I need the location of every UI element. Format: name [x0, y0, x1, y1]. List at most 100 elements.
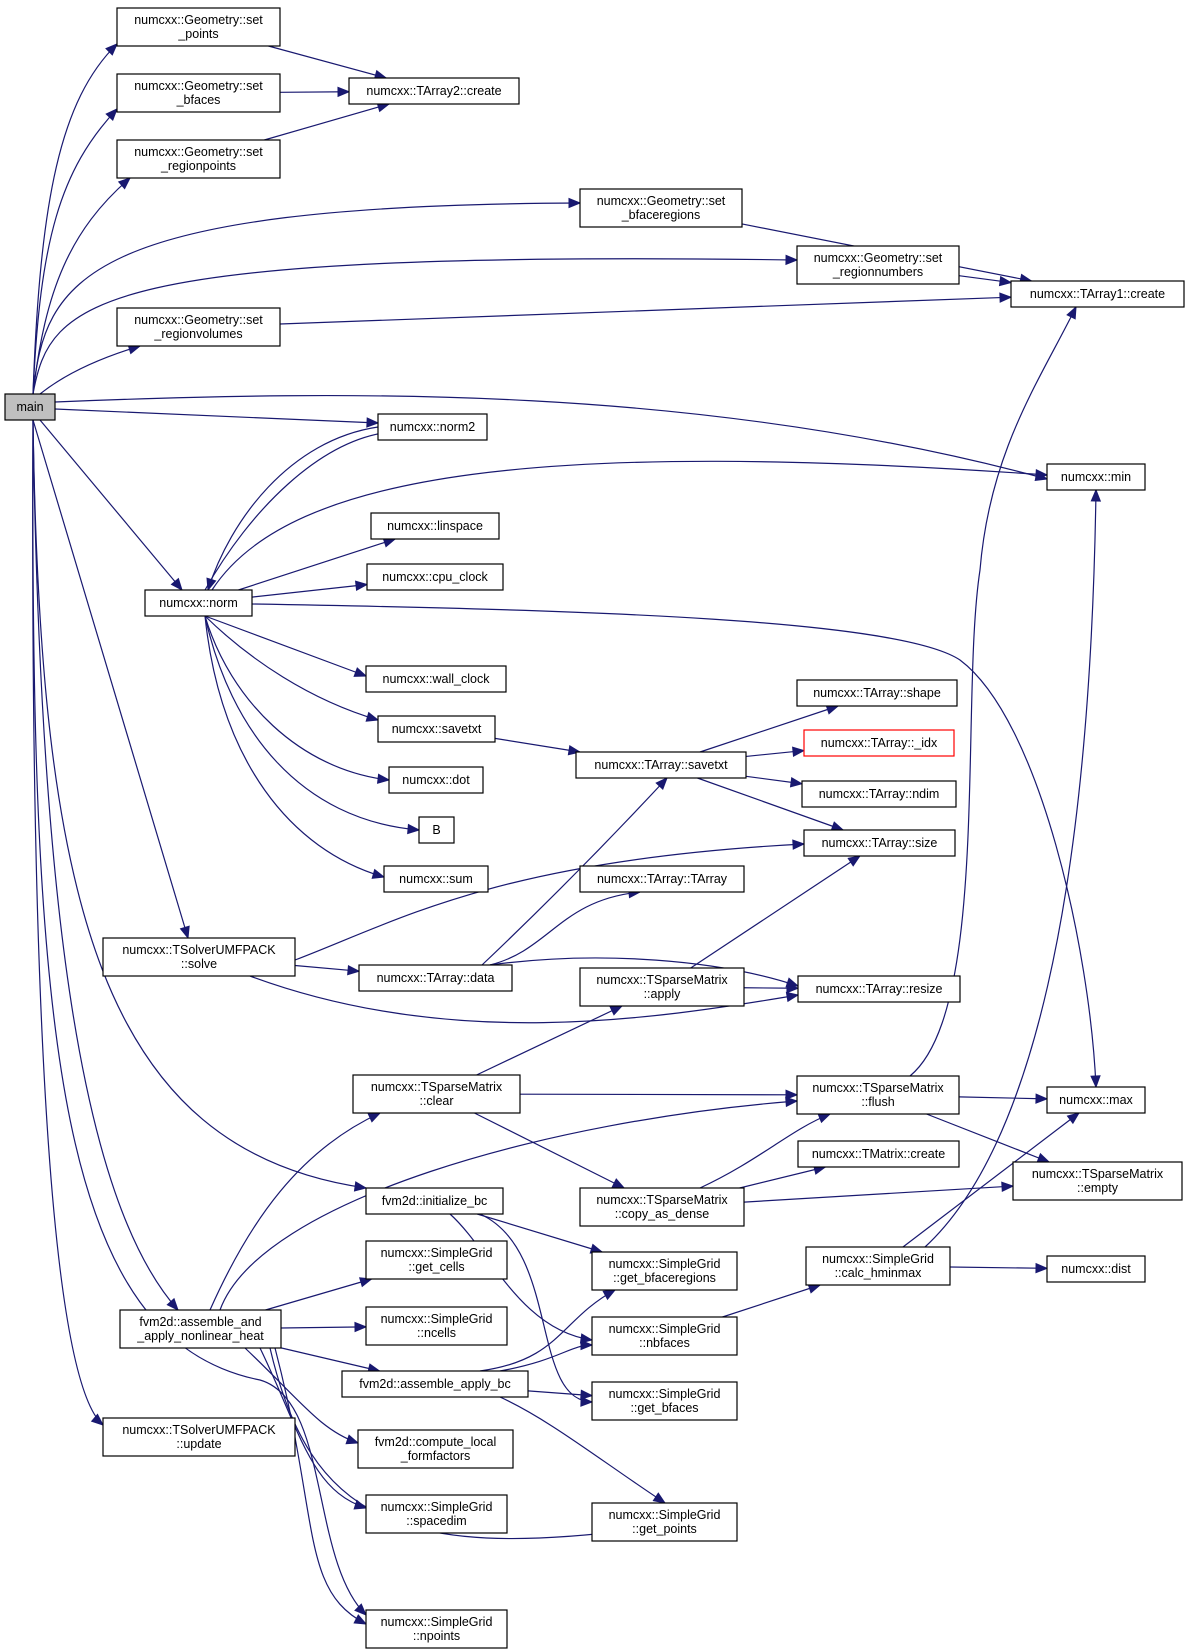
node-norm2[interactable]: numcxx::norm2: [377, 413, 488, 441]
node-B[interactable]: B: [418, 816, 455, 844]
call-edge: [274, 1347, 368, 1625]
node-label: numcxx::Geometry::set: [134, 313, 263, 327]
node-geo-regionpoints[interactable]: numcxx::Geometry::set_regionpoints: [116, 139, 281, 179]
node-label: numcxx::dot: [402, 773, 470, 787]
node-tmatrix-create[interactable]: numcxx::TMatrix::create: [797, 1140, 960, 1168]
node-max[interactable]: numcxx::max: [1046, 1086, 1146, 1114]
node-norm[interactable]: numcxx::norm: [144, 589, 253, 617]
node-box: [579, 865, 745, 893]
node-savetxt[interactable]: numcxx::savetxt: [377, 715, 496, 743]
node-tarray-ndim[interactable]: numcxx::TArray::ndim: [801, 780, 957, 808]
node-label: _regionvolumes: [153, 327, 242, 341]
node-box: [801, 780, 957, 808]
node-label: fvm2d::compute_local: [375, 1435, 497, 1449]
node-box: [575, 751, 747, 779]
node-tarray-idx[interactable]: numcxx::TArray::_idx: [803, 729, 955, 757]
call-edge: [481, 777, 668, 966]
node-box: [358, 964, 513, 992]
node-box: [805, 1246, 951, 1286]
node-label: ::get_points: [632, 1522, 697, 1536]
node-box: [796, 1075, 960, 1115]
node-sg-spacedim[interactable]: numcxx::SimpleGrid::spacedim: [365, 1494, 508, 1534]
node-box: [377, 413, 488, 441]
node-umf-update[interactable]: numcxx::TSolverUMFPACK::update: [102, 1417, 296, 1457]
node-sg-nbfaces[interactable]: numcxx::SimpleGrid::nbfaces: [591, 1316, 738, 1356]
node-assemble-nonlinear[interactable]: fvm2d::assemble_and_apply_nonlinear_heat: [119, 1309, 282, 1349]
node-sum[interactable]: numcxx::sum: [383, 865, 489, 893]
node-sg-npoints[interactable]: numcxx::SimpleGrid::npoints: [365, 1609, 508, 1649]
node-label: ::calc_hminmax: [835, 1266, 923, 1280]
node-label: ::get_bfaces: [630, 1401, 698, 1415]
call-edge: [32, 419, 179, 1311]
call-edge: [32, 197, 582, 395]
call-edge: [54, 408, 380, 428]
node-sg-calc-hminmax[interactable]: numcxx::SimpleGrid::calc_hminmax: [805, 1246, 951, 1286]
node-sg-get-points[interactable]: numcxx::SimpleGrid::get_points: [591, 1502, 738, 1542]
node-label: numcxx::SimpleGrid: [822, 1252, 934, 1266]
node-tarray1-create[interactable]: numcxx::TArray1::create: [1010, 280, 1185, 308]
node-label: ::get_bfaceregions: [613, 1271, 716, 1285]
node-label: numcxx::max: [1059, 1093, 1133, 1107]
node-box: [366, 563, 504, 591]
node-label: numcxx::Geometry::set: [597, 194, 726, 208]
node-tarray-data[interactable]: numcxx::TArray::data: [358, 964, 513, 992]
node-cpu-clock[interactable]: numcxx::cpu_clock: [366, 563, 504, 591]
node-tsm-flush[interactable]: numcxx::TSparseMatrix::flush: [796, 1075, 960, 1115]
node-wall-clock[interactable]: numcxx::wall_clock: [365, 665, 507, 693]
node-box: [803, 729, 955, 757]
call-edge: [743, 982, 800, 994]
node-sg-get-cells[interactable]: numcxx::SimpleGrid::get_cells: [365, 1240, 508, 1280]
node-tarray-shape[interactable]: numcxx::TArray::shape: [796, 679, 958, 707]
node-label: numcxx::dist: [1061, 1262, 1131, 1276]
node-sg-get-bfaceregions[interactable]: numcxx::SimpleGrid::get_bfaceregions: [591, 1251, 738, 1291]
node-geo-regionvolumes[interactable]: numcxx::Geometry::set_regionvolumes: [116, 307, 281, 347]
node-tarray-tarray[interactable]: numcxx::TArray::TArray: [579, 865, 745, 893]
call-edge: [745, 746, 806, 758]
node-box: [116, 7, 281, 47]
node-geo-bfaces[interactable]: numcxx::Geometry::set_bfaces: [116, 73, 281, 113]
call-edge: [32, 419, 105, 1426]
node-linspace[interactable]: numcxx::linspace: [370, 512, 500, 540]
node-box: [352, 1074, 521, 1114]
node-tarray-resize[interactable]: numcxx::TArray::resize: [797, 975, 961, 1003]
node-tsm-empty[interactable]: numcxx::TSparseMatrix::empty: [1012, 1161, 1183, 1201]
node-tsm-copy-as-dense[interactable]: numcxx::TSparseMatrix::copy_as_dense: [579, 1187, 745, 1227]
call-edge: [476, 1005, 624, 1076]
node-label: main: [16, 400, 43, 414]
node-box: [144, 589, 253, 617]
node-tarray2-create[interactable]: numcxx::TArray2::create: [348, 77, 520, 105]
node-geo-points[interactable]: numcxx::Geometry::set_points: [116, 7, 281, 47]
node-main[interactable]: main: [4, 393, 56, 421]
node-sg-ncells[interactable]: numcxx::SimpleGrid::ncells: [365, 1306, 508, 1346]
node-geo-regionnumbers[interactable]: numcxx::Geometry::set_regionnumbers: [796, 245, 960, 285]
node-label: fvm2d::assemble_and: [139, 1315, 261, 1329]
node-geo-bfaceregions[interactable]: numcxx::Geometry::set_bfaceregions: [579, 188, 743, 228]
node-dot[interactable]: numcxx::dot: [388, 766, 484, 794]
node-label: numcxx::TArray::resize: [816, 982, 943, 996]
call-edge: [739, 1164, 827, 1189]
call-edge: [204, 615, 380, 722]
call-edge: [294, 964, 361, 976]
node-label: numcxx::Geometry::set: [134, 145, 263, 159]
node-assemble-apply-bc[interactable]: fvm2d::assemble_apply_bc: [341, 1370, 529, 1398]
node-min[interactable]: numcxx::min: [1046, 463, 1146, 491]
node-compute-formfactors[interactable]: fvm2d::compute_local_formfactors: [357, 1429, 514, 1469]
node-label: numcxx::TSolverUMFPACK: [122, 1423, 276, 1437]
node-sg-get-bfaces[interactable]: numcxx::SimpleGrid::get_bfaces: [591, 1381, 738, 1421]
node-label: numcxx::TSolverUMFPACK: [122, 943, 276, 957]
node-tsm-apply[interactable]: numcxx::TSparseMatrix::apply: [579, 967, 745, 1007]
node-box: [1012, 1161, 1183, 1201]
node-box: [4, 393, 56, 421]
node-label: ::spacedim: [406, 1514, 466, 1528]
node-initialize-bc[interactable]: fvm2d::initialize_bc: [365, 1187, 504, 1215]
node-label: ::clear: [419, 1094, 453, 1108]
call-edge: [958, 275, 1013, 287]
node-tarray-savetxt[interactable]: numcxx::TArray::savetxt: [575, 751, 747, 779]
node-label: _regionpoints: [160, 159, 236, 173]
node-label: ::copy_as_dense: [615, 1207, 710, 1221]
node-dist[interactable]: numcxx::dist: [1046, 1255, 1146, 1283]
node-umf-solve[interactable]: numcxx::TSolverUMFPACK::solve: [102, 937, 296, 977]
node-tarray-size[interactable]: numcxx::TArray::size: [803, 829, 956, 857]
node-tsm-clear[interactable]: numcxx::TSparseMatrix::clear: [352, 1074, 521, 1114]
node-label: numcxx::SimpleGrid: [381, 1615, 493, 1629]
